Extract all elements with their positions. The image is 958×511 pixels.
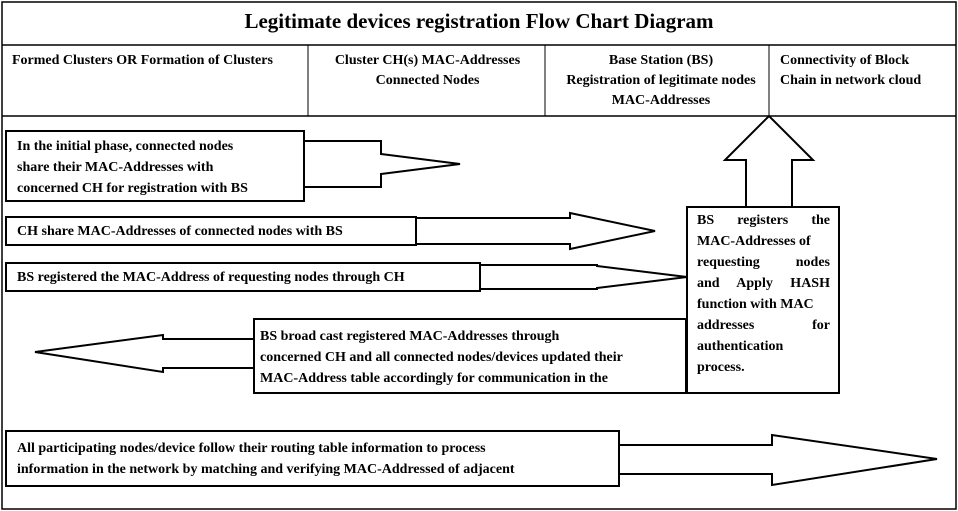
step-text-line: BS broad cast registered MAC-Addresses t… [260, 329, 560, 344]
up-arrow-to-base-station [722, 114, 816, 211]
step-3-box: BS registered the MAC-Address of request… [5, 262, 481, 292]
step-2-box: CH share MAC-Addresses of connected node… [5, 216, 417, 246]
column-header-clusters: Formed Clusters OR Formation of Clusters [12, 51, 273, 71]
bs-text-line: addresses for [697, 318, 830, 333]
step-text-line: information in the network by matching a… [17, 462, 515, 477]
column-header-line: Connectivity of Block [780, 53, 910, 68]
step-text-line: share their MAC-Addresses with [17, 160, 214, 175]
step-4-box: BS broad cast registered MAC-Addresses t… [253, 318, 687, 394]
step-1-box: In the initial phase, connected nodes sh… [5, 130, 305, 202]
bs-text-line: authentication [697, 339, 784, 354]
column-header-cluster-heads: Cluster CH(s) MAC-Addresses Connected No… [311, 51, 544, 91]
step-text-line: concerned CH for registration with BS [17, 181, 248, 196]
step-text-line: BS registered the MAC-Address of request… [17, 270, 405, 285]
step-text-line: MAC-Address table accordingly for commun… [260, 371, 608, 386]
column-header-line: Registration of legitimate nodes [566, 73, 756, 88]
step-text-line: In the initial phase, connected nodes [17, 139, 234, 154]
bs-text-line: function with MAC [697, 297, 814, 312]
step-text-line: CH share MAC-Addresses of connected node… [17, 224, 343, 239]
column-header-line: Formed Clusters OR Formation of Clusters [12, 53, 273, 68]
step-5-box: All participating nodes/device follow th… [5, 430, 620, 487]
column-header-line: Base Station (BS) [608, 53, 714, 68]
step-text-line: concerned CH and all connected nodes/dev… [260, 350, 623, 365]
bs-text-line: requesting nodes [697, 255, 830, 270]
arrow-step-4-left [34, 333, 256, 374]
arrow-step-1 [303, 140, 461, 188]
bs-registration-box: BS registers the MAC-Addresses of reques… [686, 206, 840, 394]
column-header-base-station: Base Station (BS) Registration of legiti… [548, 51, 774, 111]
bs-text-line: BS registers the [697, 213, 830, 228]
column-header-line: MAC-Addresses [611, 93, 711, 108]
arrow-step-2 [415, 211, 656, 251]
column-header-line: Chain in network cloud [780, 73, 922, 88]
arrow-step-3 [479, 264, 688, 290]
bs-text-line: process. [697, 360, 745, 375]
column-header-line: Connected Nodes [375, 73, 480, 88]
arrow-step-5 [616, 433, 938, 487]
bs-text-line: and Apply HASH [697, 276, 830, 291]
step-text-line: All participating nodes/device follow th… [17, 441, 486, 456]
bs-text-line: MAC-Addresses of [697, 234, 811, 249]
column-header-line: Cluster CH(s) MAC-Addresses [334, 53, 521, 68]
column-header-blockchain: Connectivity of Block Chain in network c… [780, 51, 921, 91]
page-title: Legitimate devices registration Flow Cha… [244, 9, 714, 33]
